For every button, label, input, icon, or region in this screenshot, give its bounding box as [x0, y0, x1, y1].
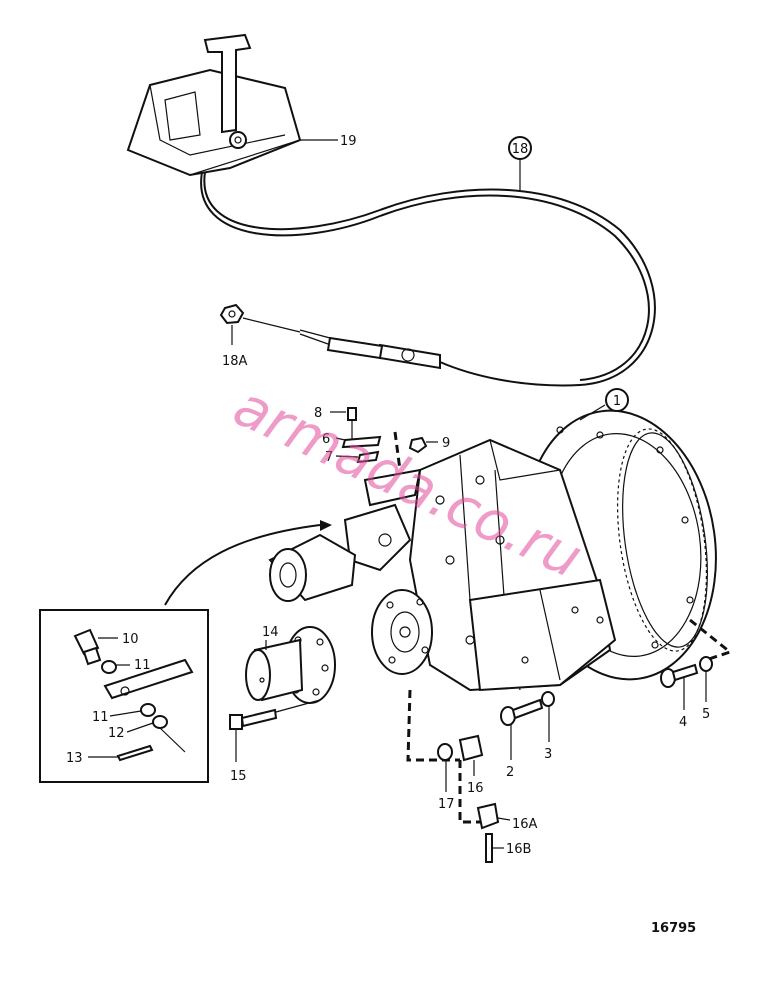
label-7: 7 — [325, 450, 333, 465]
flexible-coupling — [245, 626, 336, 704]
label-18: 18 — [512, 142, 529, 157]
nut-washer-group — [406, 689, 511, 863]
label-11-top: 11 — [134, 658, 151, 673]
control-lever-housing — [126, 33, 302, 177]
label-3: 3 — [544, 747, 552, 762]
label-14: 14 — [262, 625, 279, 640]
label-1: 1 — [613, 394, 621, 409]
control-cable — [200, 171, 656, 387]
label-15: 15 — [230, 769, 247, 784]
label-18a: 18A — [222, 354, 248, 369]
lever-small-parts — [330, 407, 438, 471]
bolt-15 — [229, 699, 321, 762]
label-10: 10 — [122, 632, 139, 647]
bolt-4-and-washer-5 — [660, 618, 734, 710]
bolt-2-and-washer-3 — [500, 691, 555, 760]
label-2: 2 — [506, 765, 514, 780]
label-13: 13 — [66, 751, 83, 766]
label-6: 6 — [322, 432, 330, 447]
nut-18a — [219, 303, 301, 345]
label-16b: 16B — [506, 842, 531, 857]
label-19: 19 — [340, 134, 357, 149]
figure-number: 16795 — [651, 921, 696, 936]
inset-detail — [39, 520, 332, 783]
label-11-bottom: 11 — [92, 710, 109, 725]
label-4: 4 — [679, 715, 687, 730]
reverse-gear-housing — [268, 409, 717, 692]
label-16: 16 — [467, 781, 484, 796]
label-12: 12 — [108, 726, 125, 741]
label-16a: 16A — [512, 817, 538, 832]
label-9: 9 — [442, 436, 450, 451]
label-17: 17 — [438, 797, 455, 812]
label-5: 5 — [702, 707, 710, 722]
label-8: 8 — [314, 406, 322, 421]
